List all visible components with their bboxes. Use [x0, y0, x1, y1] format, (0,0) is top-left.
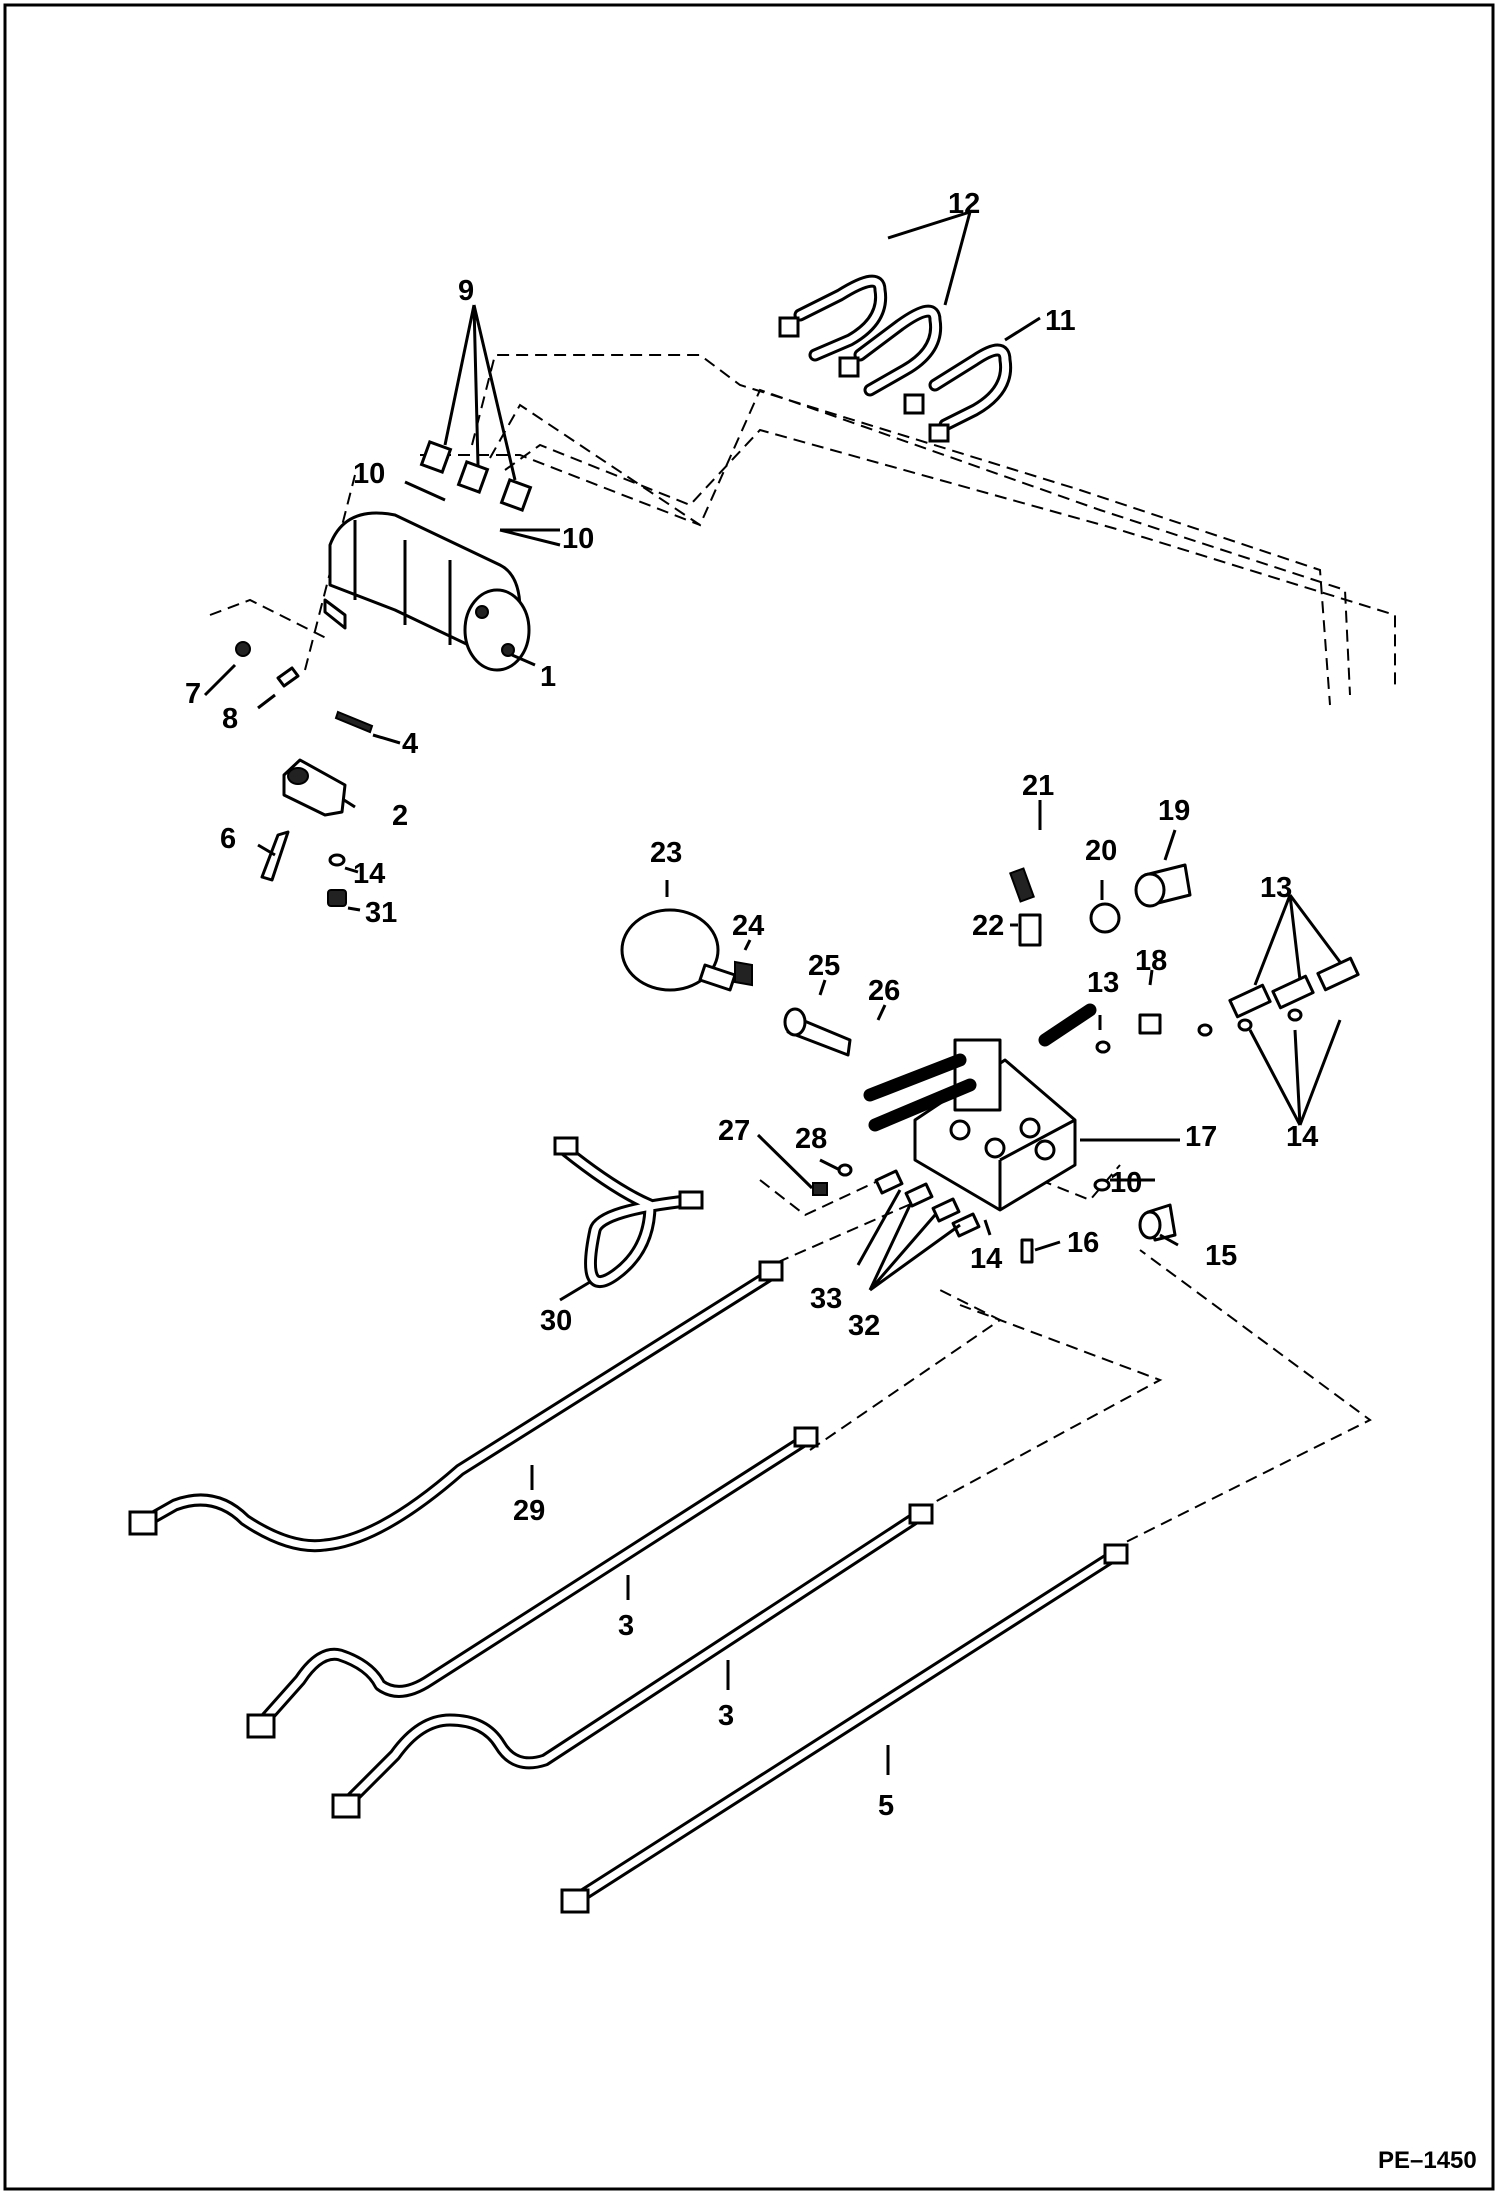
right-fittings — [1020, 956, 1360, 1264]
callout-13b: 13 — [1087, 967, 1119, 999]
callout-11: 11 — [1045, 305, 1076, 337]
callout-31: 31 — [365, 897, 397, 929]
callout-23: 23 — [650, 837, 682, 869]
callout-3a: 3 — [618, 1610, 634, 1642]
callout-15: 15 — [1205, 1240, 1237, 1272]
callout-32: 32 — [848, 1310, 880, 1342]
callout-4: 4 — [402, 728, 418, 760]
callout-3b: 3 — [718, 1700, 734, 1732]
callout-24: 24 — [732, 910, 764, 942]
callout-28: 28 — [795, 1123, 827, 1155]
callout-1: 1 — [540, 661, 556, 693]
bottom-fittings — [812, 1163, 981, 1238]
callout-6: 6 — [220, 823, 236, 855]
callout-17: 17 — [1185, 1121, 1217, 1153]
callout-8: 8 — [222, 703, 238, 735]
callout-29: 29 — [513, 1495, 545, 1527]
callout-5: 5 — [878, 1790, 894, 1822]
callout-10c: 10 — [1110, 1167, 1142, 1199]
callout-21: 21 — [1022, 770, 1054, 802]
callout-10a: 10 — [353, 458, 385, 490]
callout-18: 18 — [1135, 945, 1167, 977]
callout-27: 27 — [718, 1115, 750, 1147]
pump-fittings — [419, 440, 533, 512]
connection-lines — [209, 354, 1396, 1551]
callout-10b: 10 — [562, 523, 594, 555]
leader-lines — [203, 209, 1342, 1775]
accumulator — [620, 908, 852, 1057]
callout-14c: 14 — [353, 858, 385, 890]
callout-12: 12 — [948, 188, 980, 220]
callout-9: 9 — [458, 275, 474, 307]
pump-hardware — [235, 641, 374, 907]
callout-25: 25 — [808, 950, 840, 982]
callout-2: 2 — [392, 800, 408, 832]
callout-13a: 13 — [1260, 872, 1292, 904]
figure-code: PE–1450 — [1378, 2147, 1477, 2174]
callout-7: 7 — [185, 678, 201, 710]
callout-33: 33 — [810, 1283, 842, 1315]
callout-30: 30 — [540, 1305, 572, 1337]
callout-20: 20 — [1085, 835, 1117, 867]
drawing-border — [3, 3, 1495, 2191]
callout-19: 19 — [1158, 795, 1190, 827]
callout-22: 22 — [972, 910, 1004, 942]
callout-26: 26 — [868, 975, 900, 1007]
long-hoses — [128, 1260, 1129, 1914]
hydraulic-pump — [323, 511, 531, 672]
callout-14b: 14 — [970, 1243, 1002, 1275]
callout-16: 16 — [1067, 1227, 1099, 1259]
loop-hoses — [778, 274, 1013, 443]
callout-labels: 1 2 3 3 4 5 6 7 8 9 10 10 10 11 12 13 13… — [185, 188, 1477, 2174]
control-valve-block — [863, 863, 1192, 1212]
short-hose-30 — [553, 1136, 704, 1288]
callout-14a: 14 — [1286, 1121, 1318, 1153]
